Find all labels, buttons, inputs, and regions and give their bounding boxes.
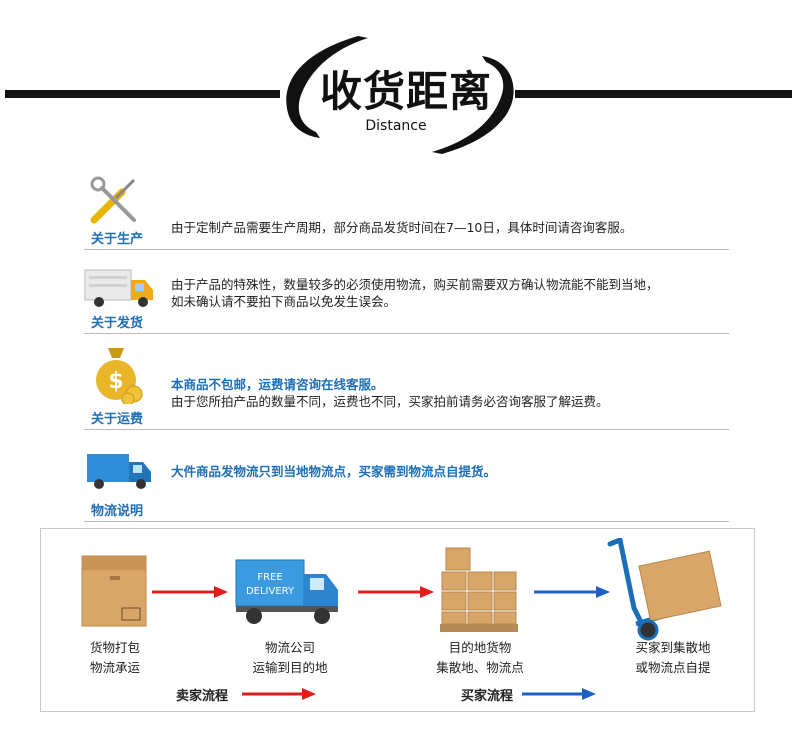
section-divider: [84, 521, 729, 522]
buyer-arrow-1: [534, 586, 610, 598]
section-text-production: 由于定制产品需要生产周期，部分商品发货时间在7—10日，具体时间请咨询客服。: [171, 220, 633, 235]
svg-text:$: $: [108, 369, 123, 394]
free-delivery-truck-icon: FREE DELIVERY: [235, 559, 338, 624]
flow-step-4-label-2: 或物流点自提: [635, 660, 711, 675]
buyer-legend-arrow: [522, 688, 596, 700]
flow-step-2-label-2: 运输到目的地: [252, 660, 328, 675]
money-bag-icon: $: [96, 348, 143, 404]
hand-truck-icon: [607, 538, 722, 641]
page-subtitle: Distance: [365, 118, 427, 134]
flow-step-4-label-1: 买家到集散地: [635, 640, 711, 655]
section-text-freight: 由于您所拍产品的数量不同，运费也不同，买家拍前请务必咨询客服了解运费。: [171, 394, 609, 409]
header-right-rule: [515, 90, 792, 98]
section-divider: [84, 333, 729, 334]
truck-text-delivery: DELIVERY: [246, 586, 295, 597]
seller-legend-arrow: [242, 688, 316, 700]
flow-step-1-label-1: 货物打包: [89, 640, 140, 655]
header-brush-bracket: [286, 36, 514, 154]
seller-arrow-1: [152, 586, 228, 598]
section-label-production: 关于生产: [91, 232, 144, 247]
tools-icon: [90, 176, 136, 224]
page-title: 收货距离: [319, 67, 492, 116]
flow-step-3-label-2: 集散地、物流点: [436, 660, 524, 675]
section-label-logistics: 物流说明: [91, 504, 144, 519]
section-text-shipping-1: 由于产品的特殊性，数量较多的必须使用物流，购买前需要双方确认物流能不能到当地，: [171, 277, 659, 292]
buyer-process-label: 买家流程: [461, 689, 514, 704]
section-text-shipping-2: 如未确认请不要拍下商品以免发生误会。: [171, 294, 397, 309]
logistics-flow-panel: [40, 528, 755, 712]
blue-truck-icon: [87, 454, 151, 489]
flow-step-2-label-1: 物流公司: [264, 640, 315, 655]
section-highlight-freight: 本商品不包邮，运费请咨询在线客服。: [171, 377, 384, 392]
seller-process-label: 卖家流程: [176, 689, 229, 704]
truck-text-free: FREE: [257, 572, 282, 583]
section-label-freight: 关于运费: [91, 412, 144, 427]
flow-step-3-label-1: 目的地货物: [448, 640, 512, 655]
header-left-rule: [5, 90, 280, 98]
section-divider: [84, 429, 729, 430]
section-label-shipping: 关于发货: [91, 316, 144, 331]
seller-arrow-2: [358, 586, 434, 598]
section-highlight-logistics: 大件商品发物流只到当地物流点，买家需到物流点自提货。: [171, 464, 497, 479]
delivery-truck-icon: [84, 269, 153, 307]
package-box-icon: [81, 555, 147, 627]
section-divider: [84, 249, 729, 250]
flow-step-1-label-2: 物流承运: [89, 660, 140, 675]
stacked-cargo-icon: [440, 547, 518, 632]
